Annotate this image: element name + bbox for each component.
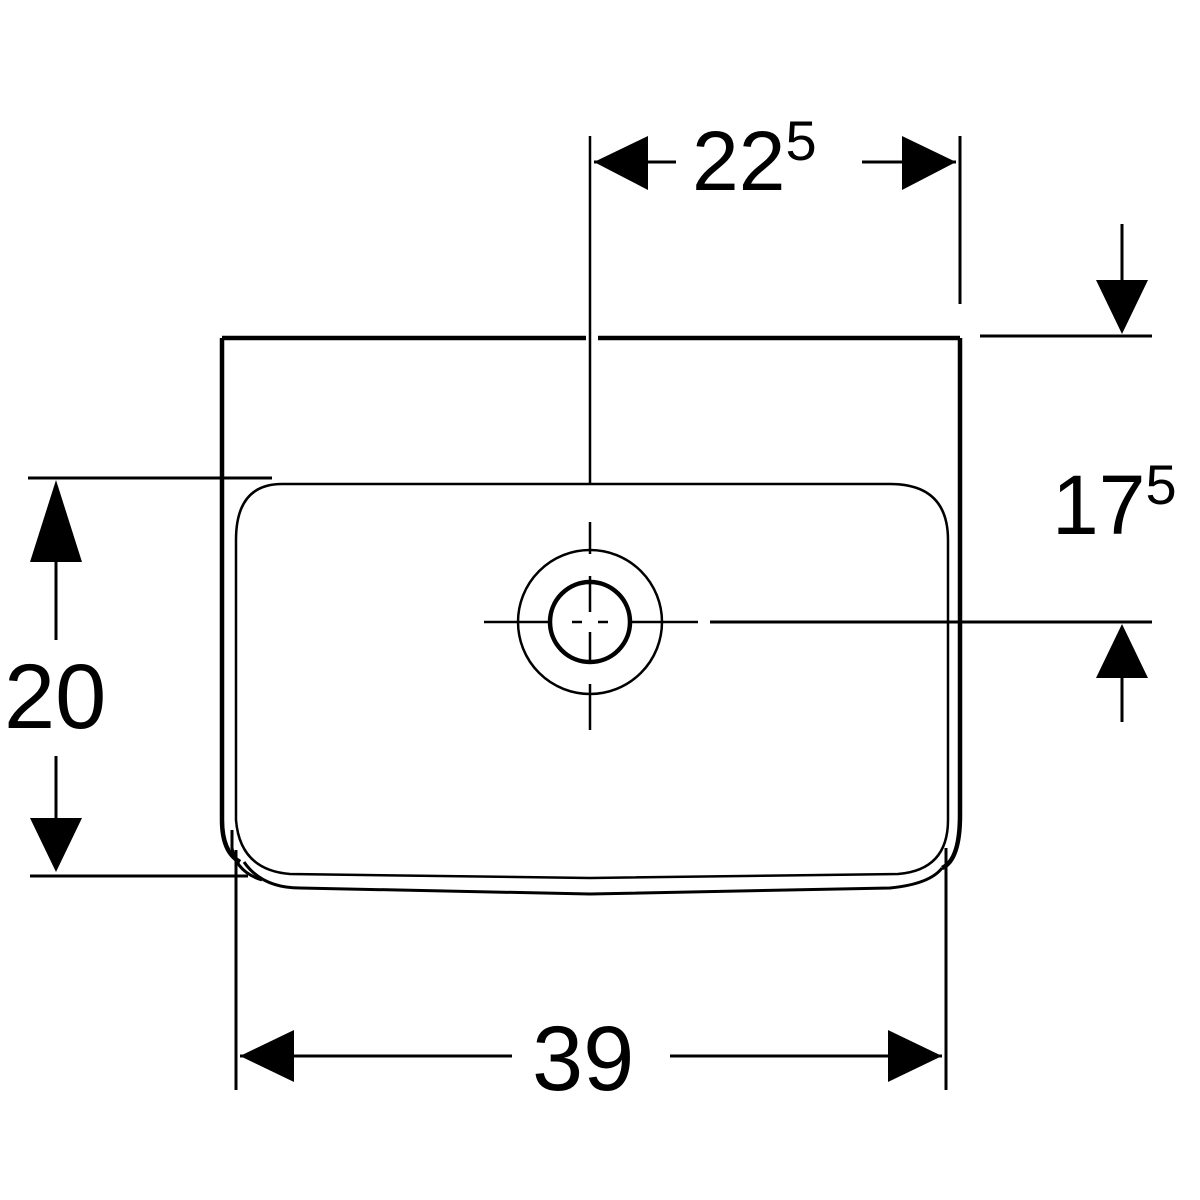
arrowhead-down — [1096, 280, 1148, 334]
arrowhead-right — [888, 1030, 942, 1082]
dimension-bowl-depth: 20 — [4, 476, 272, 878]
basin-outline — [219, 335, 963, 882]
arrowhead-up — [30, 480, 82, 562]
dimension-label-top: 225 — [692, 109, 817, 208]
basin-bowl — [234, 482, 950, 896]
arrowhead-left — [240, 1030, 294, 1082]
dimension-label-bottom: 39 — [532, 1008, 634, 1110]
dimension-overall-width: 39 — [234, 848, 948, 1110]
dimension-right-offset: 175 — [710, 224, 1177, 722]
dimension-label-right: 175 — [1052, 453, 1177, 552]
dimension-label-left: 20 — [4, 646, 106, 748]
arrowhead-down — [30, 818, 82, 872]
arrowhead-right — [902, 136, 956, 190]
arrowhead-left — [594, 136, 648, 190]
arrowhead-up — [1096, 624, 1148, 678]
drain — [484, 136, 698, 730]
dimension-top-offset: 225 — [594, 109, 962, 304]
